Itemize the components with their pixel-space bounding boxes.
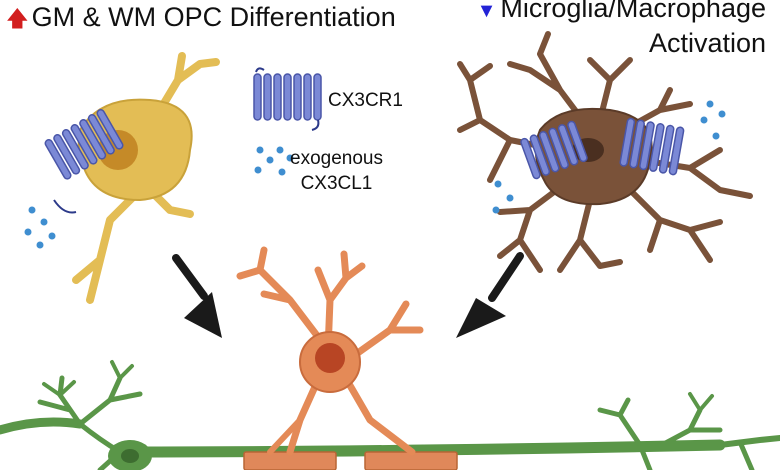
legend-ligand-icon — [254, 146, 294, 176]
title-right-line2: Activation — [648, 28, 766, 58]
microglia — [457, 31, 753, 273]
microglia-receptor-cluster-left — [520, 120, 588, 180]
title-right: ▼Microglia/Macrophage Activation — [477, 0, 766, 59]
legend-ligand-line1: exogenous — [290, 148, 383, 169]
oligodendrocyte-nucleus — [315, 343, 345, 373]
down-arrow-icon: ▼ — [476, 0, 497, 22]
neuron-nucleus — [121, 449, 139, 463]
legend-receptor-label: CX3CR1 — [328, 90, 403, 111]
oligodendrocyte — [236, 246, 424, 456]
opc-receptor-cluster — [44, 109, 124, 180]
microglia-receptor-cluster-right — [619, 117, 685, 176]
legend-ligand-line2: CX3CL1 — [300, 173, 373, 194]
opc-ligand-dots — [24, 206, 56, 249]
legend-receptor-icon — [253, 67, 322, 131]
legend-ligand-label: exogenous CX3CL1 — [290, 146, 383, 196]
up-arrow-icon: 🡅 — [6, 6, 29, 31]
opc-receptor-tail — [53, 199, 77, 214]
myelin-sheaths — [243, 451, 458, 470]
title-left-text: GM & WM OPC Differentiation — [31, 2, 396, 32]
microglia-ligand-dots — [492, 100, 726, 214]
title-left: 🡅GM & WM OPC Differentiation — [6, 2, 396, 40]
arrow-opc-to-oligodendrocyte — [172, 254, 222, 338]
title-right-line1: Microglia/Macrophage — [500, 0, 766, 23]
arrow-microglia-to-oligodendrocyte — [456, 252, 524, 338]
